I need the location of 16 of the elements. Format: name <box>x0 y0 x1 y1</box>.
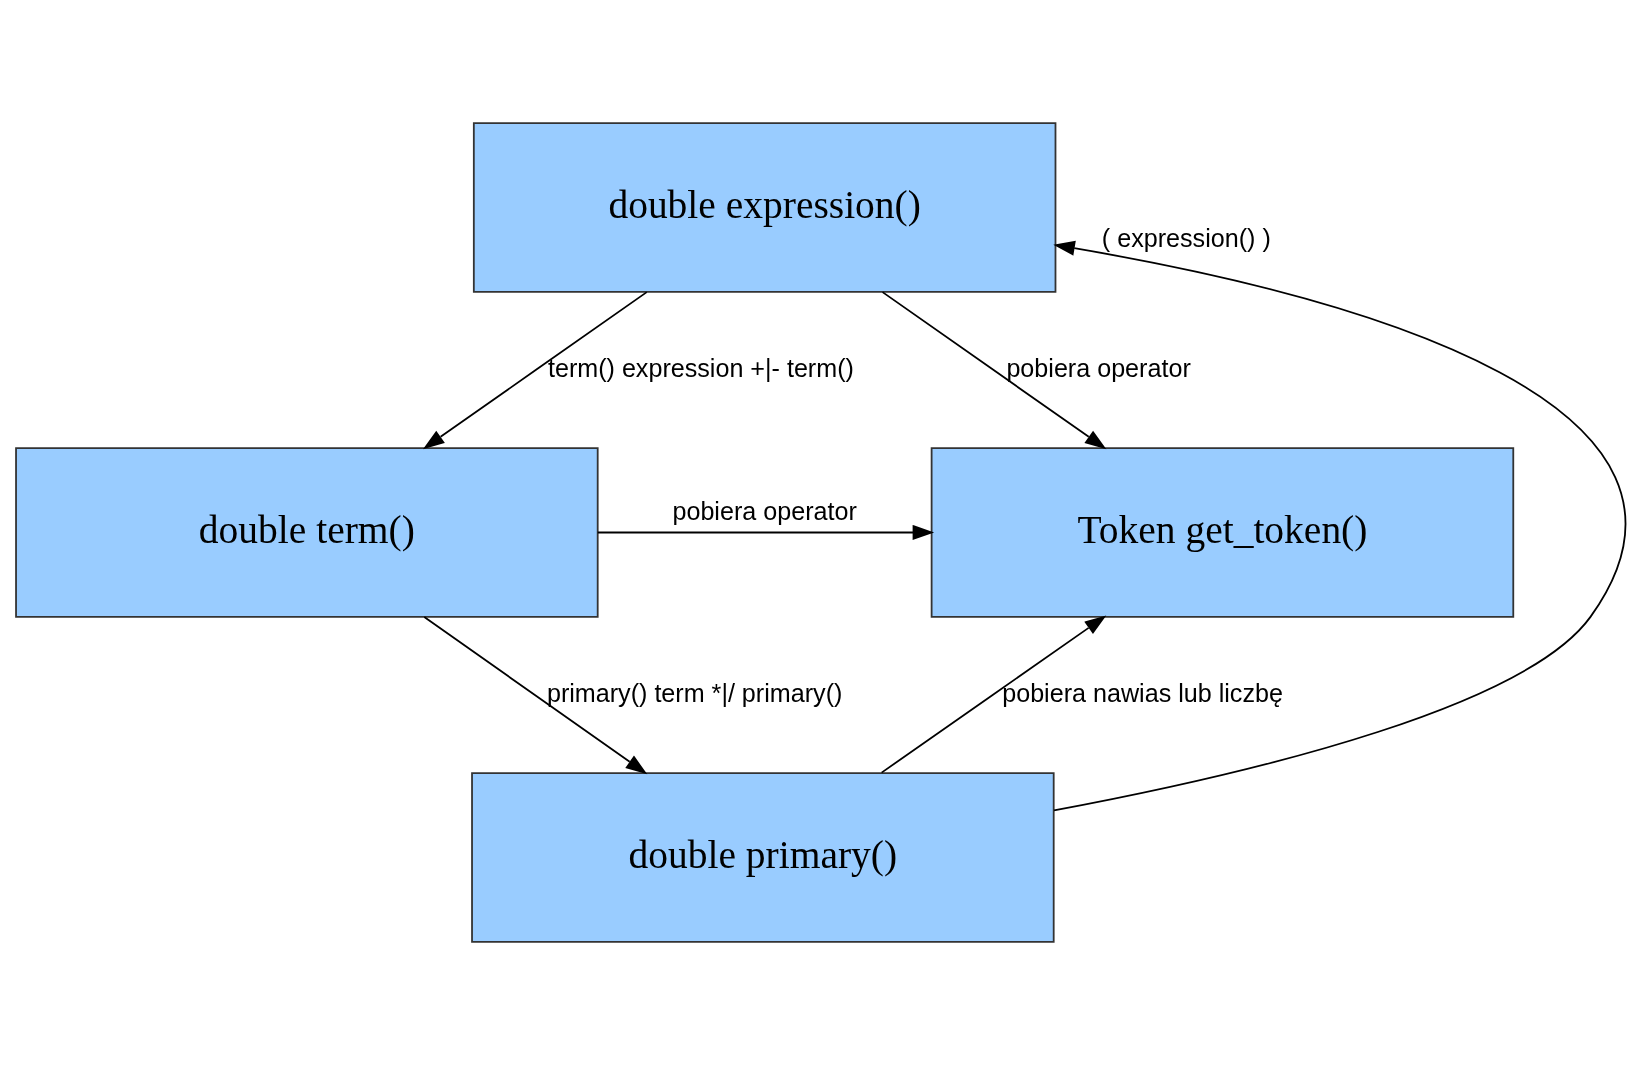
arrow <box>422 291 648 450</box>
edge-label: pobiera nawias lub liczbę <box>1002 678 1283 707</box>
node-box: double term() <box>15 447 599 618</box>
arrow <box>880 615 1107 774</box>
node-box: double expression() <box>472 122 1057 293</box>
edge-label: ( expression() ) <box>1101 223 1271 252</box>
arrow <box>423 616 648 775</box>
node-box: Token get_token() <box>930 447 1515 618</box>
arrow <box>596 524 935 541</box>
edge-label: primary() term *|/ primary() <box>546 678 843 707</box>
edge-label: pobiera operator <box>672 497 857 526</box>
node-box: double primary() <box>471 772 1055 943</box>
arrow <box>1053 240 1627 812</box>
arrow <box>881 291 1107 450</box>
edge-label: pobiera operator <box>1006 353 1191 382</box>
edge-label: term() expression +|- term() <box>547 353 854 382</box>
